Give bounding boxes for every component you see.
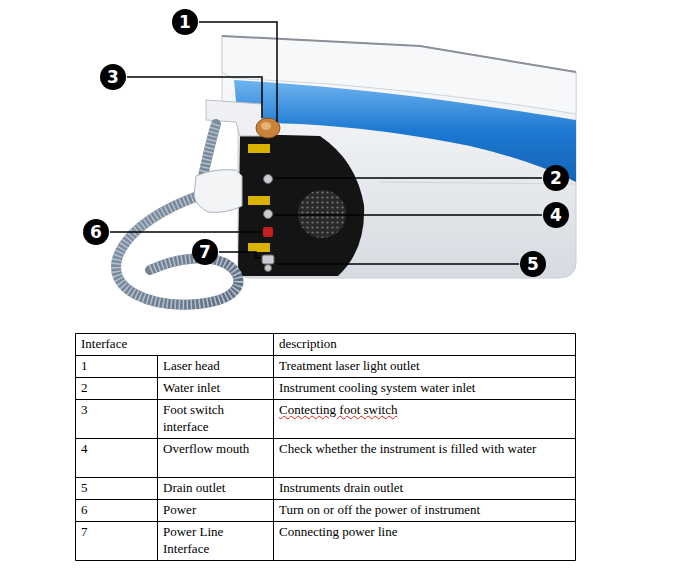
table-rule — [76, 355, 576, 356]
power-switch — [263, 227, 273, 237]
leader-line — [199, 22, 277, 122]
table-rule — [76, 438, 576, 439]
callout-text: 6 — [90, 224, 102, 241]
table-cell: 6 — [76, 500, 157, 520]
table-rule — [76, 333, 576, 334]
table-rule — [273, 334, 274, 561]
cell-text: Connecting power line — [279, 524, 397, 539]
callout-text: 1 — [179, 14, 191, 31]
hose-ribs — [116, 124, 238, 305]
cell-text: 2 — [81, 380, 88, 395]
warning-sticker — [248, 144, 270, 153]
hose — [116, 124, 238, 305]
cell-text: Water inlet — [163, 380, 220, 395]
cell-text: Laser head — [163, 358, 220, 373]
front-panel — [238, 134, 364, 276]
laser-head-tip — [261, 122, 271, 130]
cell-text: Contecting foot switch — [279, 402, 397, 417]
table-rule — [575, 334, 576, 561]
drain-port — [265, 265, 272, 272]
callout-text: 2 — [550, 170, 562, 187]
leader-line — [127, 77, 262, 118]
cell-text: Drain outlet — [163, 480, 225, 495]
table-cell: Interface — [76, 334, 273, 354]
table-cell: 1 — [76, 356, 157, 376]
cell-text: 7 — [81, 524, 88, 539]
cell-text: 5 — [81, 480, 88, 495]
water-inlet-port — [264, 175, 273, 184]
table-cell: Drain outlet — [158, 478, 273, 498]
cell-text: Power Line Interface — [163, 524, 223, 556]
table-rule — [76, 560, 576, 561]
cell-text: Foot switch interface — [163, 402, 224, 434]
callout-text: 3 — [107, 69, 119, 86]
table-cell: Turn on or off the power of instrument — [274, 500, 575, 520]
cell-text: Treatment laser light outlet — [279, 358, 420, 373]
cell-text: Interface — [81, 336, 127, 351]
handpiece — [194, 170, 242, 213]
table-cell: Laser head — [158, 356, 273, 376]
callout-number: 7 — [192, 239, 218, 265]
callout-number: 5 — [520, 251, 546, 277]
table-cell: 5 — [76, 478, 157, 498]
callout-text: 4 — [550, 207, 562, 224]
callout-number: 3 — [100, 64, 126, 90]
cell-text: 3 — [81, 402, 88, 417]
machine-body — [222, 36, 576, 278]
leader-line — [274, 177, 542, 179]
leader-lines — [110, 22, 542, 264]
cell-text: description — [279, 336, 337, 351]
cell-text: 1 — [81, 358, 88, 373]
table-rule — [157, 356, 158, 561]
cell-text: Turn on or off the power of instrument — [279, 502, 480, 517]
callout-number: 2 — [543, 165, 569, 191]
table-rule — [76, 521, 576, 522]
table-cell: Connecting power line — [274, 522, 575, 542]
cell-text: 6 — [81, 502, 88, 517]
table-cell: Instrument cooling system water inlet — [274, 378, 575, 398]
callout-number: 4 — [543, 202, 569, 228]
table-cell: Overflow mouth — [158, 439, 273, 459]
table-rule — [75, 334, 76, 561]
leader-line — [110, 231, 262, 233]
cell-text: 4 — [81, 441, 88, 456]
callout-number: 1 — [172, 9, 198, 35]
table-cell: 4 — [76, 439, 157, 459]
table-cell: Check whether the instrument is filled w… — [274, 439, 575, 459]
overflow-port — [264, 210, 273, 219]
cell-text: Check whether the instrument is filled w… — [279, 441, 536, 456]
callout-text: 5 — [527, 256, 539, 273]
table-rule — [76, 399, 576, 400]
power-socket — [262, 255, 274, 264]
leader-line — [274, 214, 542, 216]
table-cell: Contecting foot switch — [274, 400, 575, 420]
table-cell: description — [274, 334, 575, 354]
cell-text: Overflow mouth — [163, 441, 249, 456]
lid-edge — [222, 36, 576, 72]
table-cell: 2 — [76, 378, 157, 398]
cell-text: Instrument cooling system water inlet — [279, 380, 475, 395]
warning-sticker — [248, 243, 270, 252]
table-rule — [76, 477, 576, 478]
leader-line — [276, 263, 519, 265]
speaker-grille — [298, 190, 346, 238]
cell-text: Power — [163, 502, 196, 517]
table-cell: Power Line Interface — [158, 522, 273, 559]
table-rule — [76, 377, 576, 378]
leader-line — [219, 252, 261, 258]
callout-number: 6 — [83, 219, 109, 245]
table-rule — [76, 499, 576, 500]
table-cell: Power — [158, 500, 273, 520]
callout-text: 7 — [199, 244, 211, 261]
table-cell: Treatment laser light outlet — [274, 356, 575, 376]
table-cell: 3 — [76, 400, 157, 420]
table-cell: Instruments drain outlet — [274, 478, 575, 498]
cell-text: Instruments drain outlet — [279, 480, 403, 495]
table-cell: 7 — [76, 522, 157, 542]
warning-sticker — [248, 196, 270, 205]
table-cell: Foot switch interface — [158, 400, 273, 437]
table-cell: Water inlet — [158, 378, 273, 398]
